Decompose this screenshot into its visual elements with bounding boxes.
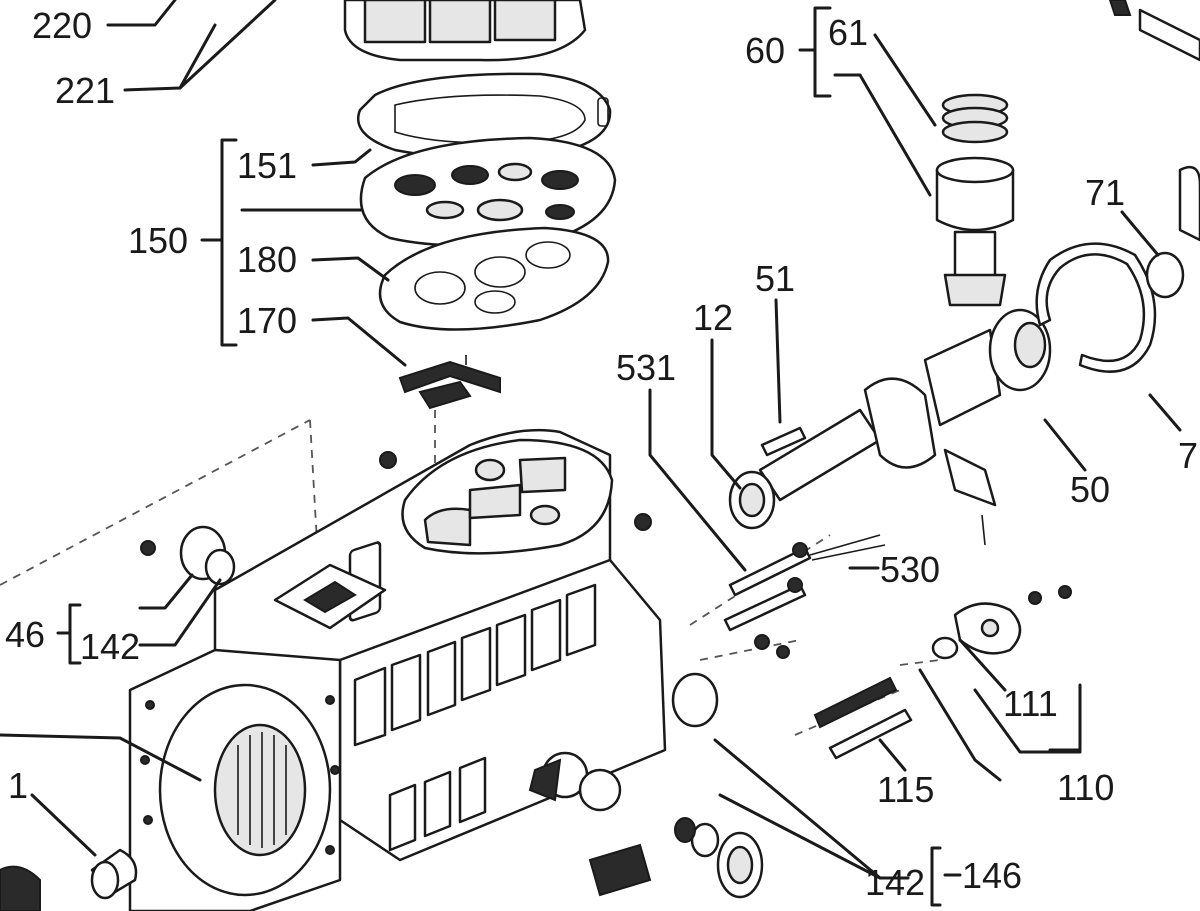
callout-labels: 220 221 60 61 151 150 180 170 71 7 51 12… (5, 5, 1198, 903)
label-150: 150 (128, 220, 188, 261)
crankcase-body-part (128, 428, 667, 911)
label-61: 61 (828, 12, 868, 53)
label-1: 1 (8, 765, 28, 806)
label-7: 7 (1178, 435, 1198, 476)
reed-valve-170-part (398, 355, 501, 410)
top-right-part-fragment (1108, 0, 1200, 62)
label-60: 60 (745, 30, 785, 71)
label-220: 220 (32, 5, 92, 46)
cylinder-head-part (343, 0, 587, 62)
label-12: 12 (693, 297, 733, 338)
valve-plate-part (359, 136, 617, 247)
label-51: 51 (755, 258, 795, 299)
crankcase-ribs (353, 583, 597, 852)
gasket-ring-7-part (1035, 165, 1200, 373)
label-142-left: 142 (80, 626, 140, 667)
sight-glass-146-part (379, 451, 764, 899)
label-180: 180 (237, 239, 297, 280)
label-221: 221 (55, 70, 115, 111)
oil-pump-cover-111-part (931, 585, 1072, 660)
label-111: 111 (1003, 683, 1058, 724)
bushing-1-part (0, 848, 138, 911)
crankshaft-50-part (728, 308, 1052, 546)
key-51-part (760, 426, 807, 457)
label-71: 71 (1085, 172, 1125, 213)
label-530: 530 (880, 549, 940, 590)
piston-assembly-60-part (935, 93, 1015, 307)
label-142-right: 142 (865, 862, 925, 903)
gasket-180-part (378, 226, 610, 331)
gasket-151-part (357, 72, 612, 160)
label-170: 170 (237, 300, 297, 341)
label-531: 531 (616, 347, 676, 388)
label-115: 115 (877, 769, 934, 810)
label-110: 110 (1057, 767, 1114, 808)
label-50: 50 (1070, 469, 1110, 510)
pins-530-531-part (723, 534, 886, 659)
label-151: 151 (237, 145, 297, 186)
spring-115-part (813, 676, 913, 760)
label-146: 146 (962, 855, 1022, 896)
label-46: 46 (5, 614, 45, 655)
sight-glass-46-part (140, 525, 236, 586)
